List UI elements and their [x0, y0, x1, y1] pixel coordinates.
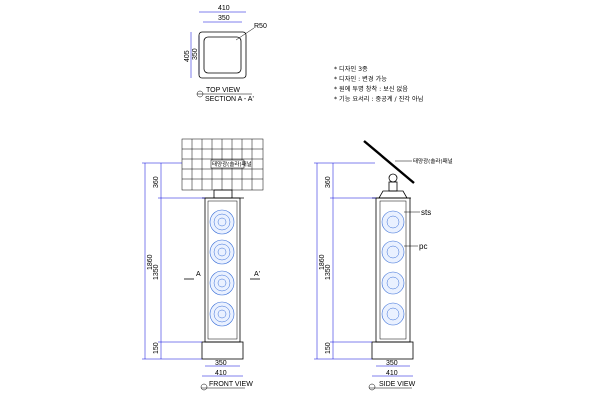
side-emblems: [381, 210, 405, 326]
front-view: 태양광(솔라)패널: [142, 138, 264, 391]
side-view: 태양광(솔라)패널: [314, 140, 453, 391]
front-emblem-2: [209, 239, 235, 265]
front-emblems: [209, 209, 235, 327]
front-body-inner: [207, 200, 238, 340]
front-panel-grid: [182, 139, 263, 190]
front-view-title: FRONT VIEW: [209, 381, 253, 388]
side-solar-panel: [363, 140, 415, 184]
side-view-title: SIDE VIEW: [379, 381, 416, 388]
side-label-pc: pc: [419, 242, 427, 251]
side-dim-total: 1860: [319, 254, 326, 270]
side-emblem-1: [381, 210, 405, 234]
front-emblem-1: [209, 209, 235, 235]
top-dim-inner: 350: [218, 15, 230, 22]
top-view-subtitle: SECTION A - A': [205, 96, 254, 103]
side-mount-post: [388, 181, 398, 192]
top-view-title: TOP VIEW: [206, 87, 240, 94]
top-view: 410 350 405 350 R50 TOP VIEW SECTION A -…: [184, 5, 267, 103]
notes: * 디자인 3종 * 디자인 : 변경 가능 * 원에 투명 창착 : 보신 없…: [334, 65, 423, 103]
front-dim-width-outer: 410: [215, 370, 227, 377]
front-dim-top: 360: [153, 176, 160, 188]
note-2: * 디자인 : 변경 가능: [334, 75, 387, 83]
front-dim-bottom: 150: [153, 342, 160, 354]
top-dim-side-outer: 405: [184, 50, 191, 62]
side-mount-base: [378, 190, 408, 199]
top-dim-side-inner: 350: [192, 48, 199, 60]
top-inner-square: [203, 36, 242, 74]
front-base: [201, 341, 244, 360]
front-panel-label: 태양광(솔라)패널: [212, 160, 252, 168]
side-emblem-2: [381, 240, 405, 264]
radius-leader: [235, 27, 255, 41]
front-view-marker: [200, 383, 208, 391]
section-mark-left: A: [196, 271, 201, 278]
front-panel-label-box: [210, 159, 245, 169]
side-dim-bottom: 150: [325, 342, 332, 354]
side-emblem-3: [381, 271, 405, 295]
side-dim-width-outer: 410: [386, 370, 398, 377]
top-radius-label: R50: [254, 23, 267, 30]
side-emblem-4: [381, 302, 405, 326]
top-dim-outer: 410: [218, 5, 230, 12]
side-panel-label: 태양광(솔라)패널: [413, 157, 453, 165]
side-view-marker: [368, 383, 376, 391]
top-outer-square: [198, 31, 247, 79]
note-1: * 디자인 3종: [334, 65, 368, 73]
side-body-inner: [379, 200, 407, 340]
side-mount-pivot: [388, 173, 398, 183]
front-dim-width-inner: 350: [215, 360, 227, 367]
front-mount: [213, 189, 233, 199]
front-emblem-4: [209, 301, 235, 327]
note-4: * 기능 요서리 : 중공계 / 진각 아님: [334, 95, 423, 103]
side-label-sts: sts: [421, 208, 431, 217]
front-emblem-3: [209, 270, 235, 296]
side-dim-mid: 1350: [325, 264, 332, 280]
section-mark-right: A': [254, 271, 260, 278]
front-dim-total: 1860: [147, 254, 154, 270]
side-dim-top: 360: [325, 176, 332, 188]
front-dim-mid: 1350: [153, 264, 160, 280]
note-3: * 원에 투명 창착 : 보신 없음: [334, 85, 408, 93]
side-dim-width-inner: 350: [386, 360, 398, 367]
side-base: [371, 341, 414, 360]
